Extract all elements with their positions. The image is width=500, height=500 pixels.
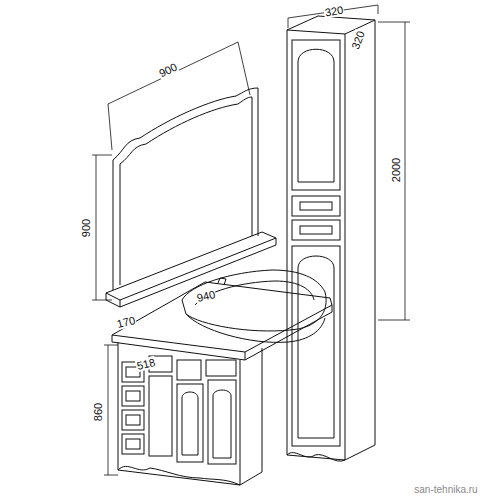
dimension-label: 320	[349, 28, 367, 51]
tall-cabinet	[287, 16, 375, 461]
dimension-label: 860	[92, 402, 104, 422]
dimension-label: 940	[195, 288, 218, 305]
vanity	[112, 270, 332, 485]
mirror	[106, 88, 276, 307]
dimension-label: 900	[156, 60, 180, 80]
dimension-label: 2000	[390, 157, 402, 183]
watermark: san-tehnika.ru	[413, 484, 478, 496]
dimension-label: 518	[135, 356, 158, 373]
dimension-lines	[92, 5, 410, 475]
dimension-label: 900	[80, 218, 92, 238]
dimension-label: 320	[323, 3, 345, 18]
dimension-label: 170	[115, 314, 138, 331]
